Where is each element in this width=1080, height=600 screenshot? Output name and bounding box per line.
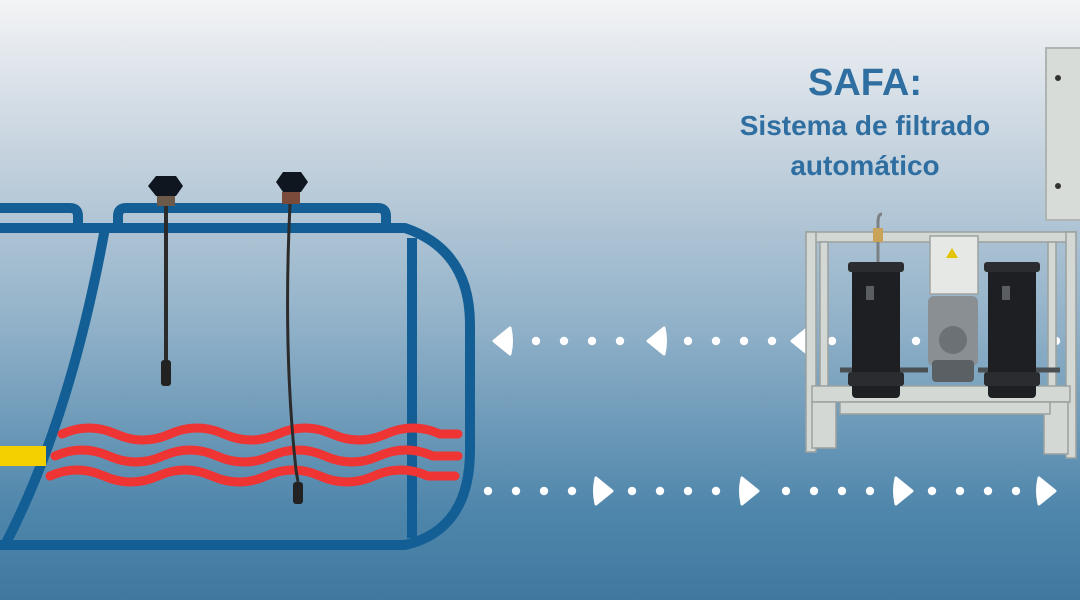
flow-dot [683, 336, 693, 346]
sensor-head-icon [276, 172, 308, 192]
flow-dot [827, 336, 837, 346]
filter-housing-right [984, 262, 1040, 398]
flow-dot [739, 336, 749, 346]
flow-dot [837, 486, 847, 496]
diagram-subtitle-line-1: Sistema de filtrado [739, 110, 991, 141]
arrow-left-icon [492, 326, 513, 356]
fuel-tank [0, 203, 475, 550]
diagram-subtitle-line-2: automático [790, 150, 940, 181]
flow-dot [683, 486, 693, 496]
diagram-title: SAFA: [808, 62, 922, 104]
flow-dot [483, 486, 493, 496]
level-sensor-long [276, 172, 308, 504]
level-sensor-short [148, 176, 183, 386]
supply-flow-line [483, 476, 1057, 506]
flow-dot [983, 486, 993, 496]
arrow-right-icon [593, 476, 614, 506]
flow-dot [1011, 486, 1021, 496]
tank-body [0, 223, 475, 550]
flow-dot [911, 336, 921, 346]
flow-dot [567, 486, 577, 496]
arrow-right-icon [893, 476, 914, 506]
flow-dot [511, 486, 521, 496]
flow-dot [711, 336, 721, 346]
flow-dot [767, 336, 777, 346]
flow-dot [655, 486, 665, 496]
arrow-right-icon [739, 476, 760, 506]
flow-dot [865, 486, 875, 496]
filtration-unit [805, 47, 1080, 459]
tank-top-rail-right [113, 203, 391, 232]
control-cabinet [1045, 47, 1080, 221]
flow-dot [809, 486, 819, 496]
tank-left-end [0, 227, 110, 548]
flow-dot [711, 486, 721, 496]
flow-dot [559, 336, 569, 346]
flow-dot [531, 336, 541, 346]
arrow-right-icon [1036, 476, 1057, 506]
flow-dot [539, 486, 549, 496]
flow-dot [615, 336, 625, 346]
flow-dot [627, 486, 637, 496]
inlet-pipe [0, 446, 46, 466]
flow-dot [587, 336, 597, 346]
filter-housing-left [848, 262, 904, 398]
flow-dot [927, 486, 937, 496]
arrow-left-icon [646, 326, 667, 356]
flow-dot [955, 486, 965, 496]
sensor-head-icon [148, 176, 183, 196]
heating-coil [45, 423, 463, 487]
pump-motor [928, 296, 978, 382]
flow-dot [781, 486, 791, 496]
motor-control-box [929, 235, 979, 295]
tank-top-rail-left [0, 203, 83, 232]
title-block: SAFA: Sistema de filtrado automático [700, 60, 1030, 186]
